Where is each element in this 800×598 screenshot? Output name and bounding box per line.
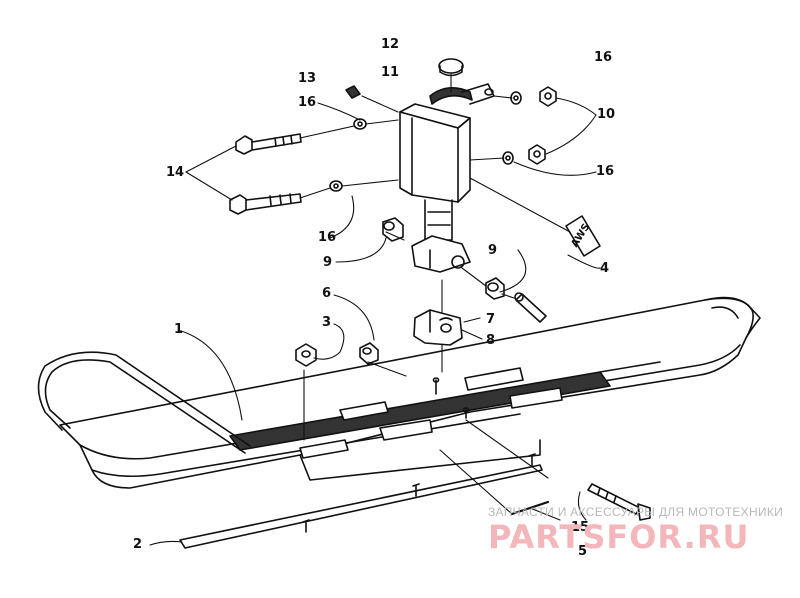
callout-11: 11 [381,65,400,80]
washer-16-lower-left [329,180,343,192]
callout-10: 10 [597,107,616,122]
watermark-tagline: ЗАПЧАСТИ И АКСЕССУАРЫ ДЛЯ МОТОТЕХНИКИ [488,505,784,519]
nut-10-lower [528,144,546,165]
ski-loop-handle [37,351,251,454]
bolt-14-lower [229,193,302,215]
callout-3: 3 [322,315,332,330]
bushing-9-right [485,277,505,300]
bushing-6 [359,342,379,365]
callout-1: 1 [174,322,184,337]
callout-15: 15 [571,520,590,535]
grease-fitting-13 [345,85,361,99]
callout-5: 5 [578,544,588,559]
bracket-7 [413,309,463,346]
cap-12 [438,58,464,77]
bolt-5 [587,483,651,521]
callout-16-upper-right: 16 [594,50,613,65]
callout-16-lower-right: 16 [596,164,615,179]
callout-6: 6 [322,286,332,301]
callout-16-upper-left: 16 [298,95,317,110]
callout-14: 14 [166,165,185,180]
callout-9-left: 9 [323,255,333,270]
callout-7: 7 [486,312,496,327]
callout-leaders [149,97,601,546]
nut-10-upper [539,86,557,107]
nut-3 [295,343,317,367]
callout-2: 2 [133,537,143,552]
callout-8: 8 [486,333,496,348]
ski-body [59,296,761,489]
callout-13: 13 [298,71,317,86]
wear-bar [179,453,543,549]
callout-9-right: 9 [488,243,498,258]
ski-studs [432,377,470,419]
watermark-logo: PARTSFOR.RU [488,518,750,556]
aws-decal [565,215,601,257]
bolt-14-upper [235,133,302,155]
leader-lines [299,73,571,515]
callout-4: 4 [600,261,610,276]
sleeve-8 [514,292,547,323]
callout-16-lower-left: 16 [318,230,337,245]
bushing-9-left [382,217,404,242]
spindle-housing [399,83,495,273]
callout-12: 12 [381,37,400,52]
